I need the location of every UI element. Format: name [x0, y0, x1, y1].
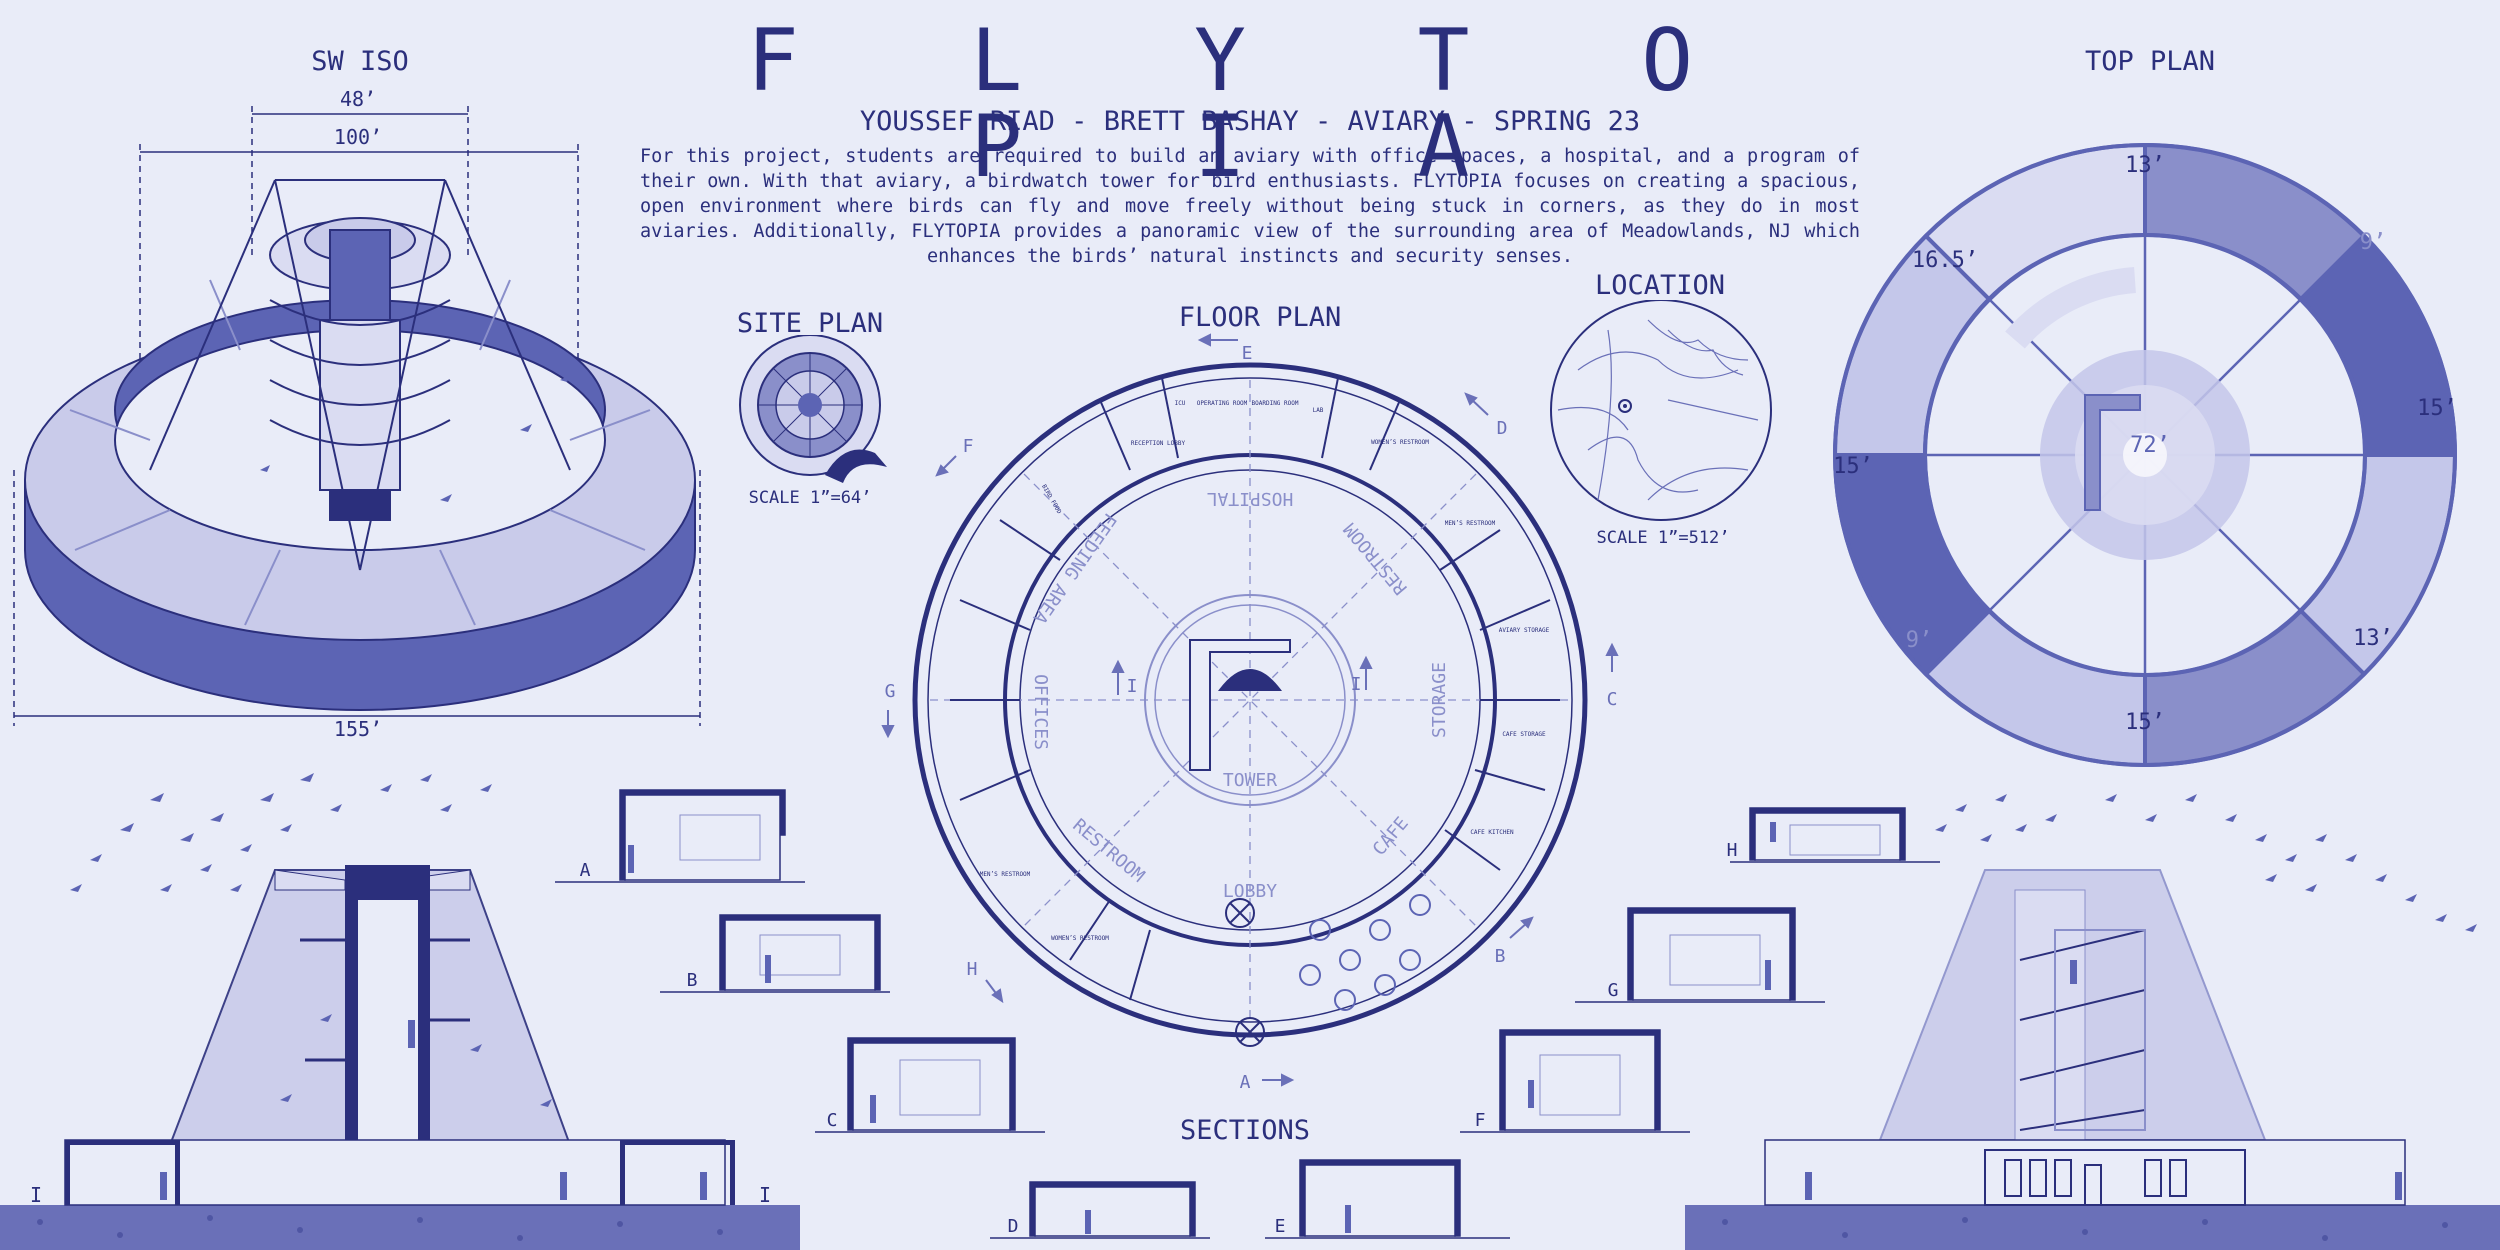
section-mark-d: D — [1497, 418, 1508, 439]
section-label-b: B — [686, 970, 698, 991]
section-mark-h: H — [967, 959, 978, 980]
section-label-d: D — [1007, 1216, 1019, 1237]
section-label-h: H — [1726, 840, 1738, 861]
location-scale: SCALE 1”=512’ — [1596, 528, 1730, 548]
sections-title: SECTIONS — [1179, 1115, 1311, 1146]
section-mark-g: G — [885, 681, 896, 702]
zone-offices: OFFICES — [1030, 674, 1051, 750]
room-lab: LAB — [1313, 407, 1324, 414]
zone-lobby: LOBBY — [1223, 881, 1277, 902]
project-description: For this project, students are required … — [640, 146, 1860, 267]
site-plan-scale: SCALE 1”=64’ — [748, 488, 872, 508]
page-title: F L Y T O P I A — [747, 11, 1753, 197]
room-aviary-storage: AVIARY STORAGE — [1499, 627, 1550, 634]
zone-hospital: HOSPITAL — [1206, 488, 1293, 509]
section-mark-c: C — [1607, 689, 1618, 710]
section-mark-b: B — [1495, 946, 1506, 967]
site-plan-drawing — [739, 335, 887, 483]
room-cafe-storage: CAFE STORAGE — [1502, 731, 1546, 738]
room-mens-restroom-east: MEN’S RESTROOM — [1445, 520, 1496, 527]
top-plan-drawing: 13’ 9’ 15’ 13’ 15’ 9’ 15’ 16.5’ 72’ — [1832, 142, 2458, 768]
right-elevation — [1685, 794, 2500, 1250]
top-dim-15-s: 15’ — [2125, 710, 2165, 735]
top-dim-9-ne: 9’ — [2360, 230, 2387, 255]
section-mark-i-west: I — [1127, 676, 1138, 697]
top-plan-title: TOP PLAN — [2084, 46, 2216, 77]
zone-storage: STORAGE — [1429, 662, 1450, 738]
iso-dim-100: 100’ — [334, 125, 382, 149]
room-operating: OPERATING ROOM — [1197, 400, 1248, 407]
top-dim-72: 72’ — [2130, 433, 2170, 458]
floor-plan-drawing: HOSPITAL RESTROOM STORAGE CAFE LOBBY RES… — [881, 333, 1619, 1093]
room-womens-restroom-east: WOMEN’S RESTROOM — [1371, 439, 1429, 446]
section-label-a: A — [579, 860, 591, 881]
iso-dim-155: 155’ — [334, 717, 382, 740]
section-label-e: E — [1274, 1216, 1286, 1237]
elevation-mark-i-left: I — [29, 1183, 43, 1207]
section-label-g: G — [1607, 980, 1619, 1001]
top-dim-13-n: 13’ — [2125, 153, 2165, 178]
floor-plan-title: FLOOR PLAN — [1178, 302, 1342, 333]
section-label-f: F — [1474, 1110, 1486, 1131]
top-dim-16-5: 16.5’ — [1912, 248, 1978, 273]
section-mark-f: F — [963, 436, 974, 457]
left-elevation — [0, 773, 800, 1250]
section-label-c: C — [826, 1110, 838, 1131]
section-mark-i-east: I — [1351, 674, 1362, 695]
zone-tower: TOWER — [1223, 770, 1277, 791]
section-mark-e: E — [1242, 343, 1253, 364]
room-icu: ICU — [1175, 400, 1186, 407]
room-boarding: BOARDING ROOM — [1252, 400, 1299, 407]
room-cafe-kitchen: CAFE KITCHEN — [1470, 829, 1514, 836]
room-mens-restroom-west: MEN’S RESTROOM — [980, 871, 1031, 878]
iso-tower — [149, 179, 571, 571]
section-mark-a: A — [1240, 1072, 1251, 1093]
location-title: LOCATION — [1594, 270, 1726, 301]
iso-title: SW ISO — [311, 46, 409, 77]
iso-dim-48: 48’ — [340, 87, 376, 111]
top-dim-9-sw: 9’ — [1906, 628, 1933, 653]
iso-drawing: 48’ 100’ 155’ — [13, 87, 701, 740]
authors-subtitle: YOUSSEF RIAD - BRETT BASHAY - AVIARY - S… — [859, 106, 1641, 137]
iso-birds — [240, 314, 570, 502]
room-reception-lobby: RECEPTION LOBBY — [1131, 440, 1186, 447]
site-plan-title: SITE PLAN — [736, 308, 884, 339]
location-map — [1550, 300, 1772, 521]
room-womens-restroom-west: WOMEN’S RESTROOM — [1051, 935, 1109, 942]
top-dim-15-e: 15’ — [2417, 396, 2457, 421]
cafe-tables — [1299, 894, 1431, 1011]
elevation-mark-i-right: I — [758, 1183, 772, 1207]
top-dim-15-w: 15’ — [1833, 454, 1873, 479]
top-dim-13-se: 13’ — [2353, 626, 2393, 651]
